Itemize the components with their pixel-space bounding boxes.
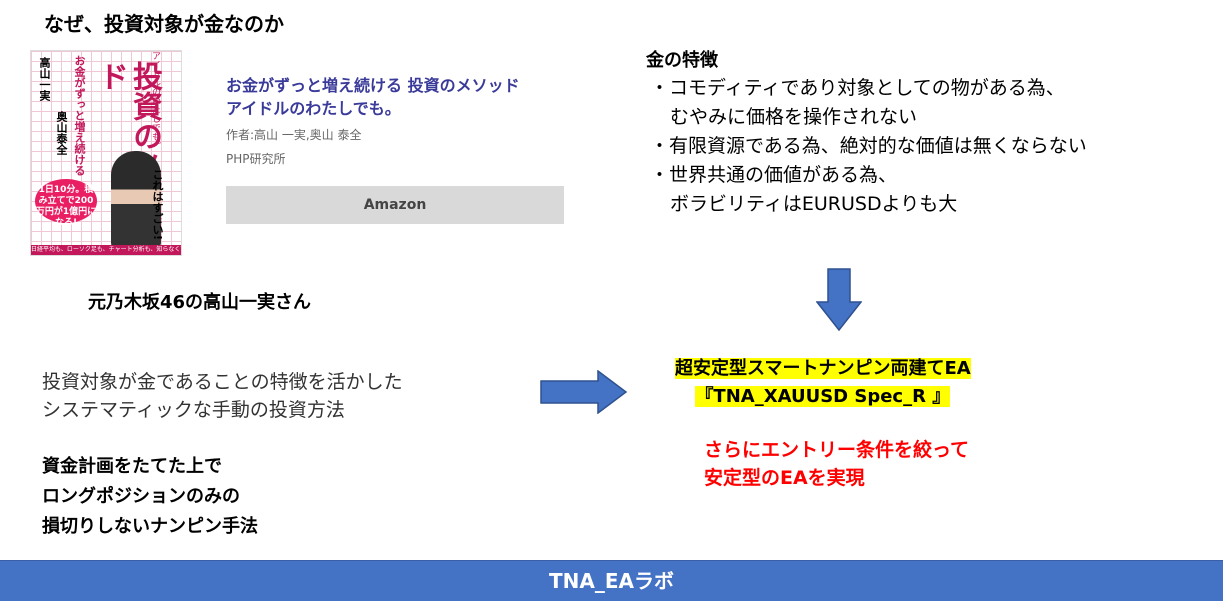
plan-line-2: ロングポジションのみの [42,486,240,507]
gold-feature-3-cont: ボラビリティはEURUSDよりも大 [670,193,958,215]
ea-line-1: 超安定型スマートナンピン両建てEA [675,358,971,379]
plan-line-3: 損切りしないナンピン手法 [42,516,258,537]
method-line-2: システマティックな手動の投資方法 [42,399,345,421]
ea-product-name: 超安定型スマートナンピン両建てEA 『TNA_XAUUSD Spec_R 』 [675,355,971,411]
gold-feature-3: ・世界共通の価値がある為、 [650,164,898,186]
gold-feature-1: ・コモディティであり対象としての物がある為、 [650,77,1065,99]
right-arrow-icon [540,370,628,414]
cover-author-1: 高山一実 [38,57,51,101]
cover-tagline: お金がずっと増え続ける [73,55,86,176]
book-title-line-1: お金がずっと増え続ける 投資のメソッド [226,76,520,95]
cover-subtitle: アイドルのわたしでも。 [150,51,160,150]
cover-callout: これはすごい! [151,169,164,241]
plan-line-1: 資金計画をたてた上で [42,456,222,477]
book-title[interactable]: お金がずっと増え続ける 投資のメソッド アイドルのわたしでも。 [226,74,520,120]
footer-bar: TNA_EAラボ [0,560,1223,601]
book-title-line-2: アイドルのわたしでも。 [226,99,401,118]
book-cover-image[interactable]: 高山一実 奥山泰全 お金がずっと増え続ける 投資のメソッド アイドルのわたしでも… [30,50,182,256]
gold-features-list: ・コモディティであり対象としての物がある為、 むやみに価格を操作されない ・有限… [650,74,1087,219]
amazon-button[interactable]: Amazon [226,186,564,224]
cover-bubble: 1日10分。積み立てで200万円が1億円になる! [35,179,97,228]
book-author: 作者:高山 一実,奥山 泰全 [226,128,362,142]
ea-note: さらにエントリー条件を絞って 安定型のEAを実現 [704,436,969,492]
book-publisher: PHP研究所 [226,152,286,166]
method-line-1: 投資対象が金であることの特徴を活かした [42,371,403,393]
page-title: なぜ、投資対象が金なのか [44,12,284,36]
cover-bottom-strip: 日経平均も、ローソク足も、チャート分析も、知らなくて大丈夫! [31,245,181,255]
method-description: 投資対象が金であることの特徴を活かした システマティックな手動の投資方法 [42,368,403,424]
book-caption: 元乃木坂46の高山一実さん [88,292,312,313]
cover-author-2: 奥山泰全 [55,111,68,155]
gold-feature-2: ・有限資源である為、絶対的な価値は無くならない [650,135,1087,157]
gold-features-title: 金の特徴 [646,50,718,71]
ea-line-2: 『TNA_XAUUSD Spec_R 』 [695,386,951,407]
gold-feature-1-cont: むやみに価格を操作されない [670,106,918,128]
plan-description: 資金計画をたてた上で ロングポジションのみの 損切りしないナンピン手法 [42,452,258,542]
down-arrow-icon [816,268,862,332]
cover-portrait [111,151,161,247]
ea-note-line-2: 安定型のEAを実現 [704,467,865,489]
ea-note-line-1: さらにエントリー条件を絞って [704,439,970,461]
